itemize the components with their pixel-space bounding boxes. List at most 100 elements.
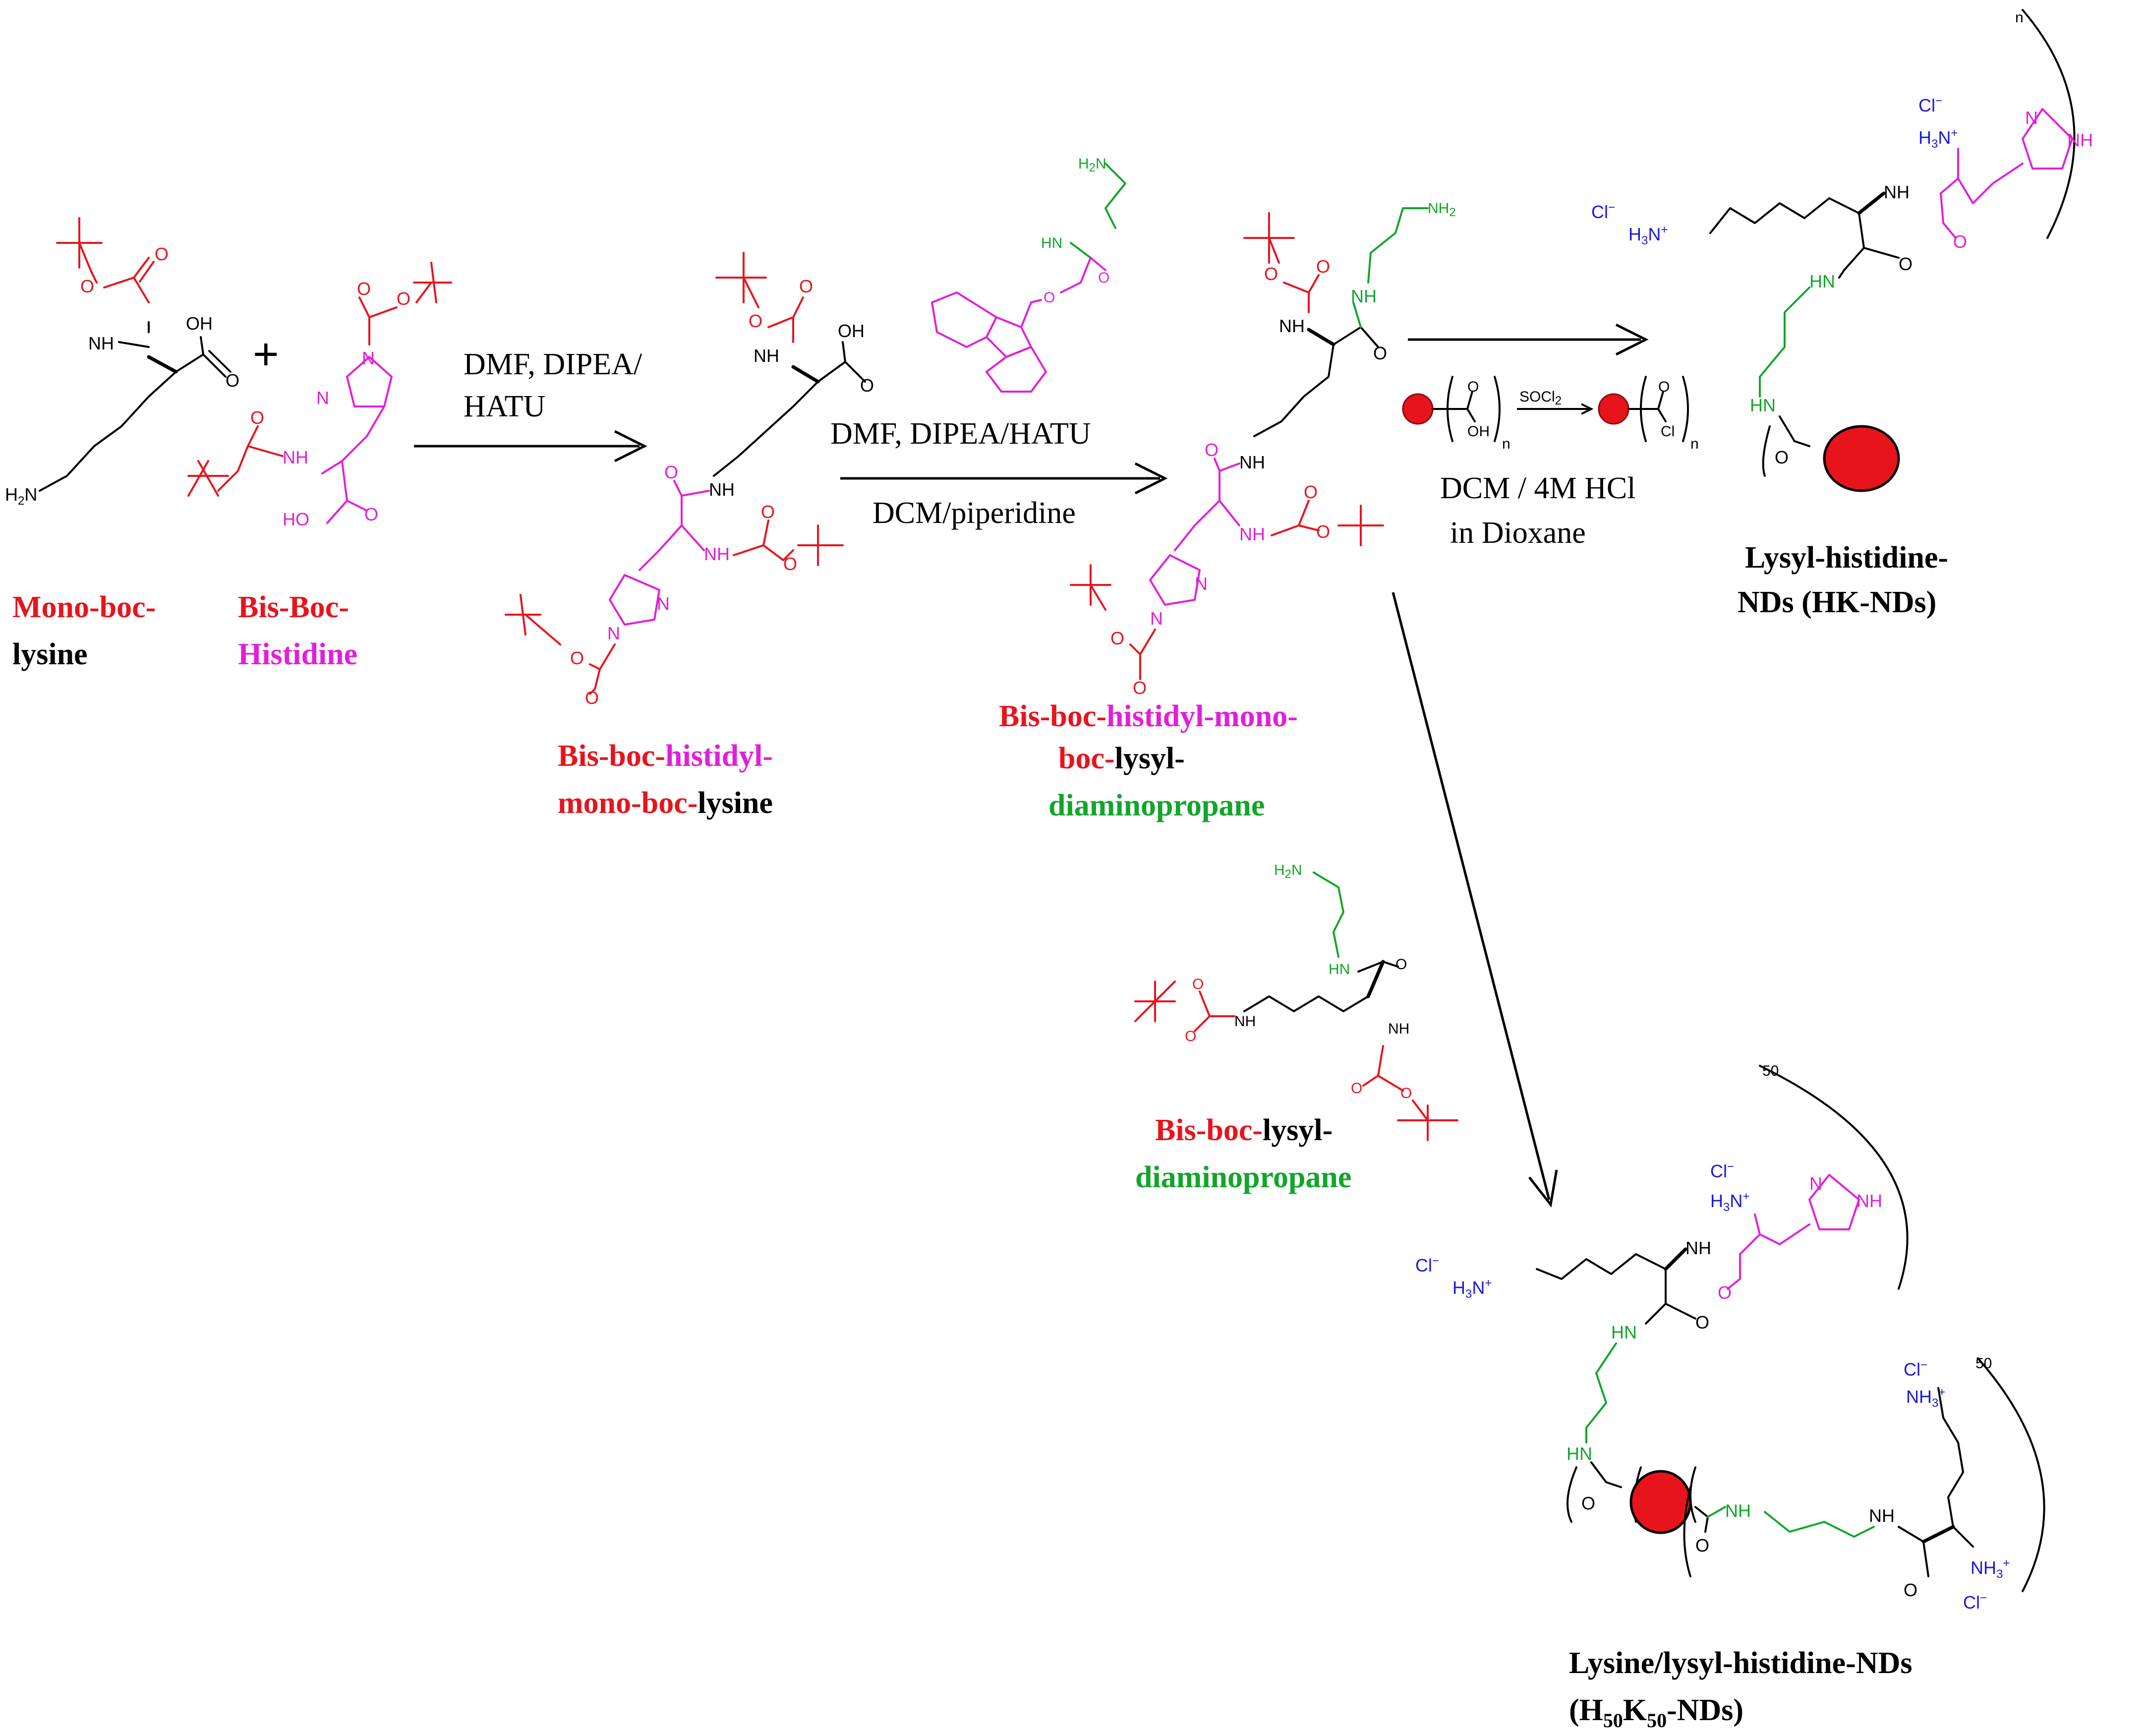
int2-boc-o: O xyxy=(1264,264,1278,284)
hk-hn-green: HN xyxy=(1809,271,1835,291)
int1-boc2-o: O xyxy=(761,502,775,522)
int2-nh-link: NH xyxy=(1239,452,1265,472)
diagonal-arrow-head xyxy=(1528,1169,1558,1208)
step2-condition-line2: DCM/piperidine xyxy=(872,496,1076,530)
hk-carbonyl-o: O xyxy=(1899,254,1913,274)
int1-imid-n2: N xyxy=(607,623,620,643)
int2-boc3-o: O xyxy=(1110,628,1124,648)
int2-o: O xyxy=(1373,343,1387,363)
h50-amide-o: O xyxy=(1718,1282,1732,1303)
carboxyl-oh-atom: OH xyxy=(186,313,213,334)
label-h50k50-line2: (H50K50-NDs) xyxy=(1569,1693,1743,1732)
label-mono-boc-lysine: Mono-boc- xyxy=(12,590,156,624)
hk-hn-green2: HN xyxy=(1750,395,1776,415)
nd-particle-small-2 xyxy=(1598,393,1629,425)
int2-nh-green: NH xyxy=(1351,286,1377,306)
h50-imid-n: N xyxy=(1809,1173,1822,1194)
bis-boc-lysyl-structure: H2N HN O NH O O NH O O xyxy=(1134,862,1458,1141)
int1-oh: OH xyxy=(838,321,865,341)
label-intermediate2-line1: Bis-boc-histidyl-mono- xyxy=(999,699,1298,733)
int2-carbonyl-o: O xyxy=(1316,256,1330,277)
hk-h3n-plus: H3N+ xyxy=(1918,126,1958,151)
step1-condition-line1: DMF, DIPEA/ xyxy=(464,347,642,381)
step2-condition-line1: DMF, DIPEA/HATU xyxy=(830,417,1091,451)
intermediate2-structure: O O NH O NH NH2 NH O NH N N O O O O xyxy=(1070,200,1456,698)
nd-cooh-o: O xyxy=(1467,379,1479,395)
nd-n-subscript: n xyxy=(1502,436,1510,452)
int2-imid-n2: N xyxy=(1150,608,1163,629)
bbl-nh2: NH xyxy=(1388,1021,1409,1037)
label-intermediate2-line2: boc-lysyl- xyxy=(1058,742,1185,775)
nd-cocl-cl: Cl xyxy=(1661,423,1675,440)
int2-his-nh: NH xyxy=(1239,524,1265,544)
h50-cl-minus-1: Cl− xyxy=(1710,1160,1734,1181)
h50-o-bottom: O xyxy=(1581,1493,1595,1513)
carboxyl-o-atom: O xyxy=(226,370,239,391)
label-mono-boc-lysine-2: lysine xyxy=(12,637,88,671)
step3-condition-line2: in Dioxane xyxy=(1450,516,1586,550)
h50k50-nds-structure: 50 50 Cl− H3N+ N NH NH O Cl− H3N+ O HN H… xyxy=(1415,1063,2045,1613)
plus-sign: + xyxy=(253,330,279,379)
hk-nd-particle xyxy=(1823,425,1900,492)
int1-boc-o: O xyxy=(749,311,762,331)
k50-nh: NH xyxy=(1869,1505,1895,1526)
bbl-o: O xyxy=(1395,956,1407,973)
step1-condition-line2: HATU xyxy=(464,390,545,423)
his-boc-o-atom: O xyxy=(397,289,410,309)
fmoc-o: O xyxy=(1098,270,1109,286)
hk-cl-minus-1: Cl− xyxy=(1918,94,1942,116)
label-intermediate1-line1: Bis-boc-histidyl- xyxy=(558,739,773,773)
h50-nh: NH xyxy=(1685,1238,1711,1258)
diagonal-arrow xyxy=(1392,592,1551,1200)
step3-arrow-head xyxy=(1615,323,1649,356)
h50-hn-green: HN xyxy=(1611,1322,1637,1342)
hk-imid-nh: NH xyxy=(2067,130,2093,150)
int1-carbonyl-o: O xyxy=(799,276,813,296)
nd-n-subscript-2: n xyxy=(1690,436,1699,452)
int2-amide-o: O xyxy=(1205,440,1219,460)
label-bis-boc-histidine-2: Histidine xyxy=(238,637,357,671)
hk-nds-structure: n Cl− H3N+ N NH NH O Cl− H3N+ O HN HN O xyxy=(1591,9,2093,492)
label-hk-nds-line2: NDs (HK-NDs) xyxy=(1738,585,1936,619)
int1-boc3-o2: O xyxy=(585,688,599,708)
lysine-nh-atom: NH xyxy=(88,333,114,353)
fmoc-h2n: H2N xyxy=(1078,156,1106,174)
boc-o-atom: O xyxy=(80,276,94,296)
h50-h3n-plus-2: H3N+ xyxy=(1452,1276,1492,1301)
label-intermediate1-line2: mono-boc-lysine xyxy=(558,786,773,820)
label-hk-nds-line1: Lysyl-histidine- xyxy=(1745,541,1948,575)
int2-boc3-o2: O xyxy=(1133,678,1147,698)
h50-subscript: 50 xyxy=(1762,1063,1779,1079)
label-bis-boc-lysyl-line1: Bis-boc-lysyl- xyxy=(1155,1113,1333,1147)
int1-his-nh: NH xyxy=(704,544,730,564)
k50-nh3-plus-2: NH3+ xyxy=(1971,1557,2010,1581)
k50-cl-minus-1: Cl− xyxy=(1904,1358,1927,1380)
his-boc-carbonyl-o: O xyxy=(357,279,371,299)
nd-activation-scheme: O OH n SOCl2 O Cl n xyxy=(1402,376,1699,452)
step3-condition-line1: DCM / 4M HCl xyxy=(1440,471,1635,505)
hk-nh: NH xyxy=(1884,182,1910,202)
step1-arrow-head xyxy=(614,430,647,463)
bbl-nh: NH xyxy=(1234,1013,1256,1030)
k50-cl-minus-2: Cl− xyxy=(1963,1591,1987,1613)
his-nh-atom: NH xyxy=(283,447,308,467)
int1-imid-n: N xyxy=(657,593,670,614)
nd-cooh-oh: OH xyxy=(1467,423,1490,440)
label-bis-boc-histidine: Bis-Boc- xyxy=(238,590,349,624)
fmoc-hn: HN xyxy=(1041,235,1062,251)
hk-cl-minus-2: Cl− xyxy=(1591,201,1615,222)
bis-boc-histidine-structure: O O N N NH HO O O xyxy=(187,262,452,529)
k50-subscript: 50 xyxy=(1975,1355,1992,1372)
imidazole-n3: N xyxy=(316,388,329,408)
hk-imid-n: N xyxy=(2025,108,2038,128)
int2-nh2: NH2 xyxy=(1428,200,1456,219)
hk-o-bottom: O xyxy=(1775,447,1789,467)
label-bis-boc-lysyl-line2: diaminopropane xyxy=(1135,1160,1351,1194)
k50-carbonyl-o: O xyxy=(1695,1535,1709,1556)
his-carboxyl-o: O xyxy=(364,504,378,524)
int1-nh2: NH xyxy=(709,479,735,500)
k50-nh-green: NH xyxy=(1725,1501,1751,1521)
h50-imid-nh: NH xyxy=(1857,1191,1882,1211)
int2-boc2-o2: O xyxy=(1316,521,1330,542)
